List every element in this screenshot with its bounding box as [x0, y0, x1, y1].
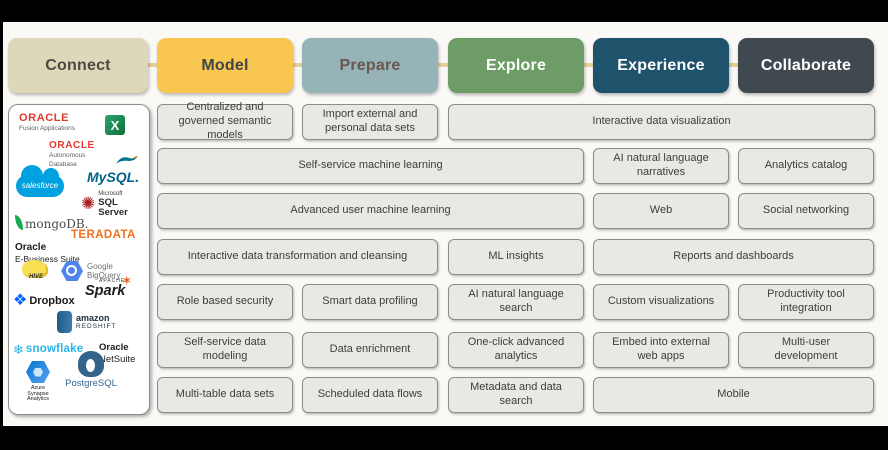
logo-microsoft-sql-server: Microsoft SQL Server [81, 191, 149, 217]
capability-cell: Interactive data transformation and clea… [157, 239, 438, 275]
capability-cell: Productivity tool integration [738, 284, 874, 320]
capability-cell: Mobile [593, 377, 874, 413]
logo-mysql: MySQL. [87, 153, 139, 184]
snowflake-wordmark: snowflake [25, 343, 84, 356]
logo-teradata: TERADATA [71, 229, 136, 241]
snowflake-icon [13, 342, 24, 358]
azure-synapse-icon [26, 361, 50, 383]
capability-cell: Reports and dashboards [593, 239, 874, 275]
process-flow-connector [70, 63, 812, 67]
mysql-dolphin-icon [116, 155, 139, 164]
logo-text: Google [87, 262, 113, 271]
capability-cell: Data enrichment [302, 332, 438, 368]
capability-cell: Role based security [157, 284, 293, 320]
logo-caption: Fusion Applications [19, 125, 76, 132]
mongodb-leaf-icon [15, 215, 23, 230]
mysql-wordmark: MySQL. [87, 169, 140, 185]
capability-cell: AI natural language search [448, 284, 584, 320]
logo-text: E-Business Suite [15, 254, 80, 264]
dropbox-icon [13, 293, 27, 309]
logo-dropbox: Dropbox [13, 293, 75, 309]
logo-azure-synapse-analytics: Azure Synapse Analytics [21, 361, 55, 403]
logo-amazon-redshift: amazon REDSHIFT [57, 311, 117, 333]
excel-icon: X [105, 115, 125, 135]
logo-oracle-autonomous-database: ORACLE Autonomous Database [49, 141, 95, 168]
logo-salesforce: salesforce [16, 165, 64, 197]
capability-cell: Social networking [738, 193, 874, 229]
column-header-connect: Connect [8, 38, 148, 93]
column-header-prepare: Prepare [302, 38, 438, 93]
logo-snowflake: snowflake [13, 342, 83, 358]
column-header-explore: Explore [448, 38, 584, 93]
logo-text: REDSHIFT [76, 322, 117, 330]
capability-cell: One-click advanced analytics [448, 332, 584, 368]
logo-text: BigQuery [87, 271, 121, 280]
logo-oracle-e-business-suite: Oracle E-Business Suite [15, 243, 80, 264]
logo-oracle-fusion-applications: ORACLE Fusion Applications [19, 113, 75, 133]
logo-apache-spark: APACHE Spark [85, 279, 125, 299]
connect-sources-panel: ORACLE Fusion Applications X ORACLE Auto… [8, 104, 150, 415]
logo-caption: SQL Server [98, 197, 128, 218]
logo-text: Oracle [15, 242, 47, 253]
hive-icon [22, 260, 48, 278]
logo-caption: APACHE [99, 278, 126, 284]
postgresql-elephant-icon [78, 351, 104, 377]
capability-cell: Interactive data visualization [448, 104, 875, 140]
letterbox-top [0, 0, 888, 22]
mongodb-wordmark: mongoDB. [25, 217, 89, 231]
letterbox-bottom [0, 426, 888, 450]
capability-cell: Self-service data modeling [157, 332, 293, 368]
capability-cell: AI natural language narratives [593, 148, 729, 184]
bigquery-hexagon-icon [61, 261, 83, 281]
capability-cell: Embed into external web apps [593, 332, 729, 368]
capability-cell: Advanced user machine learning [157, 193, 584, 229]
capability-cell: Multi-user development [738, 332, 874, 368]
column-header-model: Model [157, 38, 293, 93]
hive-wordmark: HIVE [28, 274, 43, 280]
logo-apache-hive: HIVE [22, 260, 50, 280]
logo-caption: Microsoft [98, 191, 123, 197]
column-header-collaborate: Collaborate [738, 38, 874, 93]
dropbox-wordmark: Dropbox [29, 294, 75, 307]
logo-text: Oracle [99, 342, 129, 353]
spark-wordmark: Spark [85, 283, 126, 299]
logo-microsoft-excel: X [105, 115, 125, 135]
capability-cell: Import external and personal data sets [302, 104, 438, 140]
redshift-cylinder-icon [57, 311, 72, 333]
capability-cell: Analytics catalog [738, 148, 874, 184]
logo-caption: Database [49, 160, 77, 168]
salesforce-cloud-icon: salesforce [16, 165, 64, 197]
capability-cell: Custom visualizations [593, 284, 729, 320]
capability-cell: Scheduled data flows [302, 377, 438, 413]
logo-caption: Azure Synapse Analytics [26, 385, 49, 402]
capability-cell: Multi-table data sets [157, 377, 293, 413]
oracle-wordmark: ORACLE [19, 112, 70, 124]
logo-caption: Autonomous [49, 152, 86, 159]
capability-cell: Self-service machine learning [157, 148, 584, 184]
logo-google-bigquery: Google BigQuery [61, 261, 120, 281]
logo-oracle-netsuite: Oracle NetSuite [99, 343, 135, 364]
capability-cell: Centralized and governed semantic models [157, 101, 293, 141]
logo-text: NetSuite [99, 353, 136, 365]
sql-server-swirl-icon [81, 195, 95, 213]
postgresql-wordmark: PostgreSQL [65, 378, 117, 389]
column-header-experience: Experience [593, 38, 729, 93]
salesforce-wordmark: salesforce [21, 181, 59, 190]
logo-mongodb: mongoDB. [15, 215, 89, 230]
logo-postgresql: PostgreSQL [61, 351, 121, 389]
logo-text: amazon [76, 312, 110, 323]
oracle-wordmark: ORACLE [49, 140, 95, 151]
capability-cell: Web [593, 193, 729, 229]
capability-cell: Metadata and data search [448, 377, 584, 413]
letterbox-left [0, 0, 3, 450]
capability-cell: ML insights [448, 239, 584, 275]
capability-cell: Smart data profiling [302, 284, 438, 320]
